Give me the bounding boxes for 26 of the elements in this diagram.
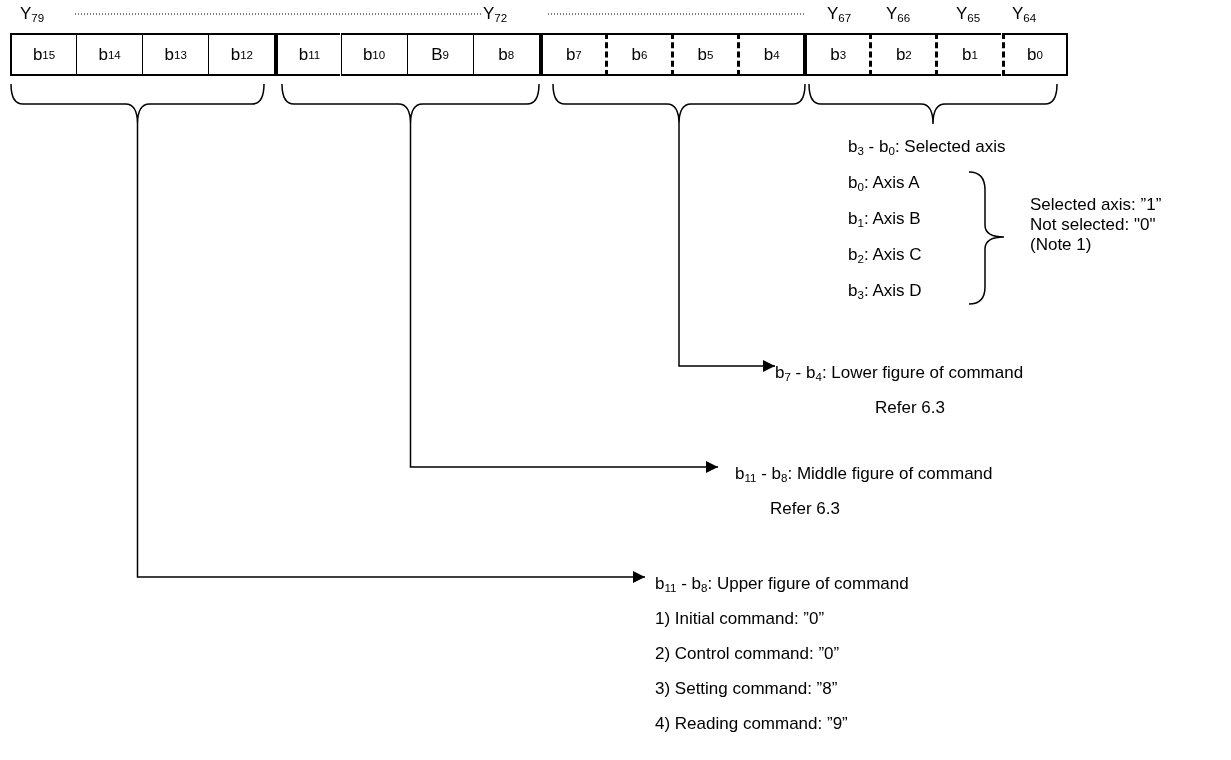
description-line: 2) Control command: ”0” (654, 643, 841, 665)
description-heading: b$_{7}$ - b$_{4}$: Lower figure of command (775, 362, 1024, 386)
note-text: (Note 1) (1030, 234, 1092, 256)
note-text: Not selected: "0" (1030, 214, 1156, 236)
register-label: Y$_{72}$ (483, 3, 508, 27)
description-line: Refer 6.3 (769, 498, 841, 520)
description-line: Refer 6.3 (874, 397, 946, 419)
note-text: b$_{0}$: Axis A (848, 172, 920, 194)
note-text: Selected axis: ”1” (1030, 194, 1162, 216)
register-label: Y$_{65}$ (956, 3, 981, 27)
arrow (136, 123, 646, 583)
register-label: Y$_{66}$ (886, 3, 911, 27)
note-text: b$_{3}$ - b$_{0}$: Selected axis (848, 136, 1006, 158)
register-label: Y$_{64}$ (1012, 3, 1037, 27)
description-line: 1) Initial command: ”0” (654, 608, 826, 630)
description-heading: b$_{11}$ - b$_{8}$: Upper figure of command (654, 573, 909, 597)
note-text: b$_{1}$: Axis B (848, 208, 921, 230)
register-label: Y$_{79}$ (20, 3, 45, 27)
note-text: b$_{2}$: Axis C (848, 244, 922, 266)
arrow (678, 123, 776, 372)
arrow (409, 123, 719, 473)
register-label: Y$_{67}$ (827, 3, 852, 27)
note-text: b$_{3}$: Axis D (848, 280, 922, 302)
description-heading: b$_{11}$ - b$_{8}$: Middle figure of command (734, 463, 993, 487)
description-line: 3) Setting command: ”8” (654, 678, 839, 700)
description-line: 4) Reading command: ”9” (654, 713, 849, 735)
